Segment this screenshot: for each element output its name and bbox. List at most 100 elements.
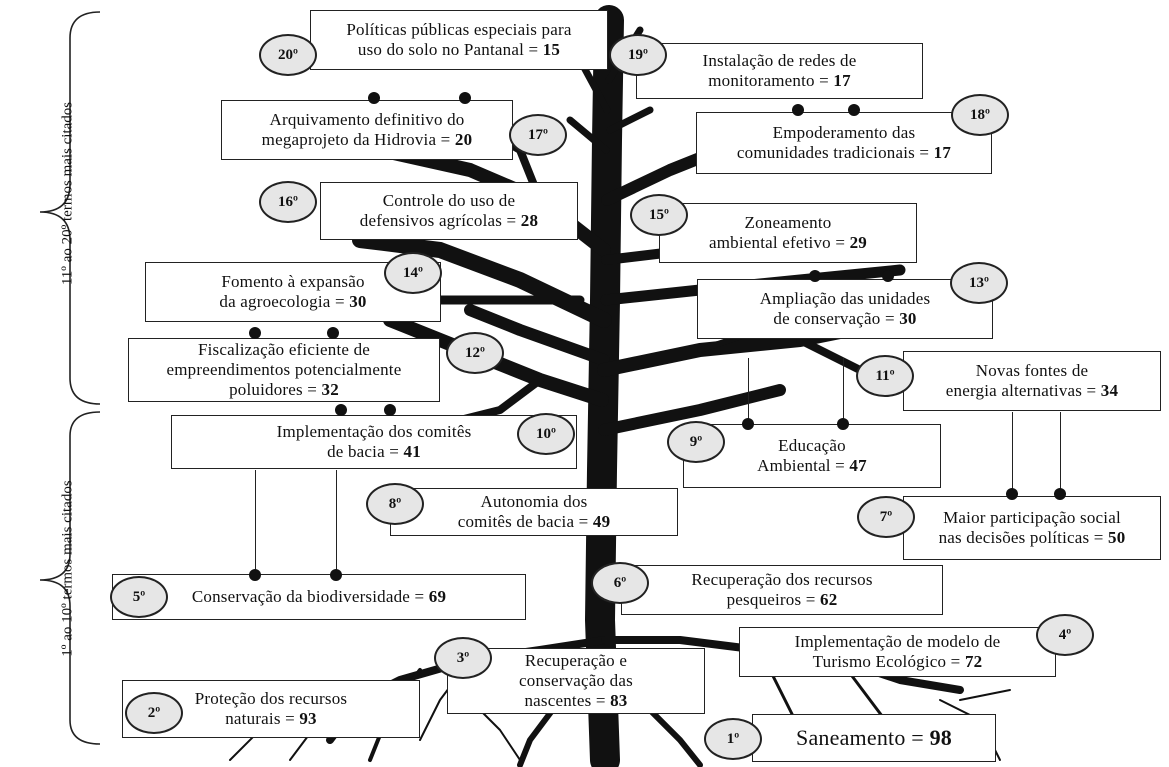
rank-label: 6º: [613, 574, 627, 591]
side-label-bottom: 1º ao 10º termos mais citados: [59, 480, 76, 657]
term-text-line: Políticas públicas especiais para: [346, 20, 571, 40]
term-box-1: Saneamento = 98: [752, 714, 996, 762]
term-label: Empoderamento das: [772, 123, 916, 142]
connector-dot: [882, 270, 894, 282]
connector-dot: [249, 327, 261, 339]
rank-badge-13: 13º: [950, 262, 1008, 304]
term-label: Arquivamento definitivo do: [269, 110, 465, 129]
term-text-line: Recuperação dos recursos: [691, 570, 872, 590]
side-label-top: 11º ao 20º termos mais citados: [59, 101, 76, 286]
citation-count: 83: [610, 691, 628, 710]
citation-count: 34: [1100, 381, 1119, 400]
term-label: Zoneamento: [744, 213, 832, 232]
connector-dot: [335, 404, 347, 416]
term-label: Recuperação e: [524, 651, 628, 670]
term-text-line: Saneamento = 98: [796, 726, 952, 750]
term-text-line: Ampliação das unidades: [760, 289, 931, 309]
connector-dot: [742, 418, 754, 430]
term-text-line: Conservação da biodiversidade = 69: [192, 587, 446, 607]
citation-count: 47: [849, 456, 867, 475]
term-text-line: Maior participação social: [943, 508, 1121, 528]
term-label: Políticas públicas especiais para: [346, 20, 572, 39]
term-label: de bacia =: [327, 442, 404, 461]
term-text-line: da agroecologia = 30: [219, 292, 366, 312]
citation-count: 41: [403, 442, 421, 461]
rank-badge-19: 19º: [609, 34, 667, 76]
citation-count: 30: [899, 309, 917, 328]
citation-count: 69: [428, 587, 447, 606]
rank-badge-12: 12º: [446, 332, 504, 374]
term-text-line: Ambiental = 47: [757, 456, 867, 476]
term-text-line: Zoneamento: [745, 213, 832, 233]
term-text-line: Implementação de modelo de: [795, 632, 1001, 652]
rank-badge-17: 17º: [509, 114, 567, 156]
term-label: conservação das: [519, 671, 633, 690]
rank-badge-9: 9º: [667, 421, 725, 463]
term-label: monitoramento =: [708, 71, 834, 90]
rank-label: 14º: [403, 264, 423, 281]
rank-label: 4º: [1058, 626, 1072, 643]
connector-dot: [792, 104, 804, 116]
term-text-line: energia alternativas = 34: [946, 381, 1118, 401]
brace-top: [39, 11, 101, 405]
term-text-line: nascentes = 83: [524, 691, 627, 711]
term-label: Controle do uso de: [382, 191, 516, 210]
term-text-line: Novas fontes de: [976, 361, 1089, 381]
connector: [1060, 412, 1061, 494]
connector-dot: [249, 569, 261, 581]
connector: [843, 358, 844, 424]
term-label: Educação: [778, 436, 846, 455]
term-label: ambiental efetivo =: [709, 233, 850, 252]
term-text-line: empreendimentos potencialmente: [167, 360, 402, 380]
brace-bottom: [39, 411, 101, 745]
connector-dot: [1054, 488, 1066, 500]
rank-badge-14: 14º: [384, 252, 442, 294]
rank-label: 3º: [456, 649, 470, 666]
rank-label: 1º: [726, 730, 740, 747]
term-label: Saneamento =: [796, 725, 930, 750]
rank-label: 17º: [528, 126, 548, 143]
term-text-line: conservação das: [519, 671, 633, 691]
rank-label: 2º: [147, 704, 161, 721]
rank-badge-8: 8º: [366, 483, 424, 525]
term-label: Maior participação social: [943, 508, 1121, 527]
term-label: defensivos agrícolas =: [359, 211, 521, 230]
citation-count: 32: [321, 380, 339, 399]
term-text-line: defensivos agrícolas = 28: [360, 211, 538, 231]
term-label: de conservação =: [773, 309, 900, 328]
connector-dot: [1006, 488, 1018, 500]
term-text-line: Arquivamento definitivo do: [270, 110, 465, 130]
rank-badge-2: 2º: [125, 692, 183, 734]
term-label: naturais =: [225, 709, 300, 728]
rank-label: 5º: [132, 588, 146, 605]
rank-label: 8º: [388, 495, 402, 512]
term-text-line: de conservação = 30: [773, 309, 916, 329]
term-text-line: Educação: [778, 436, 846, 456]
citation-count: 15: [542, 40, 561, 59]
term-label: uso do solo no Pantanal =: [357, 40, 543, 59]
term-text-line: nas decisões políticas = 50: [939, 528, 1126, 548]
rank-label: 9º: [689, 433, 703, 450]
term-text-line: Recuperação e: [525, 651, 627, 671]
term-label: Implementação dos comitês: [276, 422, 472, 441]
term-label: Novas fontes de: [975, 361, 1089, 380]
term-label: pesqueiros =: [726, 590, 820, 609]
term-text-line: Turismo Ecológico = 72: [813, 652, 983, 672]
rank-badge-15: 15º: [630, 194, 688, 236]
rank-badge-3: 3º: [434, 637, 492, 679]
connector-dot: [327, 327, 339, 339]
rank-badge-1: 1º: [704, 718, 762, 760]
term-text-line: Empoderamento das: [773, 123, 916, 143]
term-label: megaprojeto da Hidrovia =: [261, 130, 455, 149]
citation-count: 17: [933, 143, 952, 162]
